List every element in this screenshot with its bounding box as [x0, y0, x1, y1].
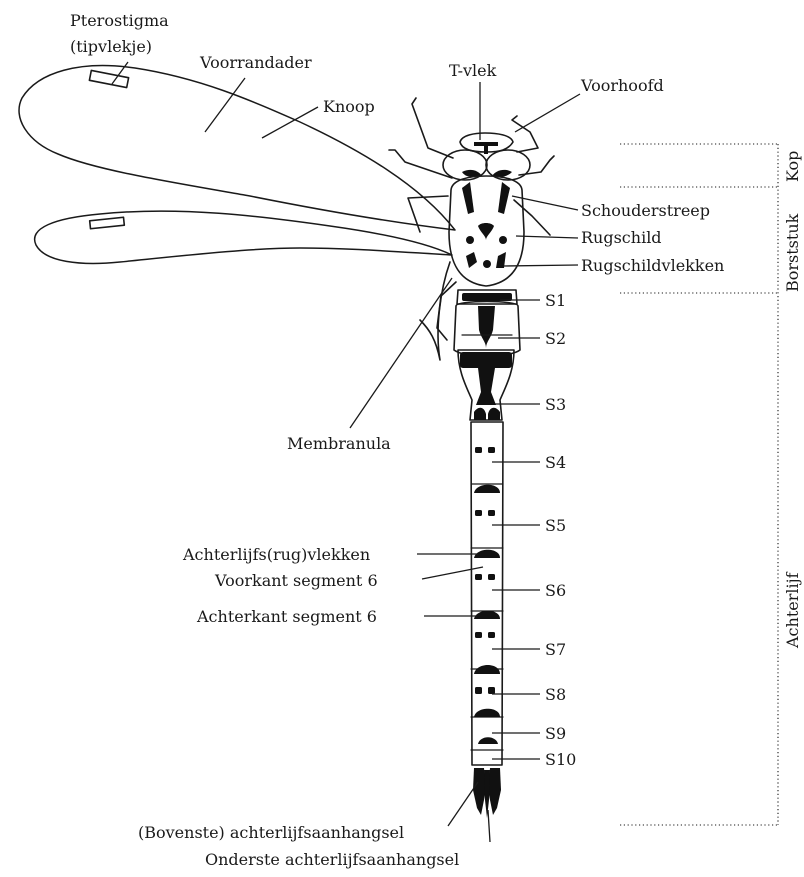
- label-tipvlekje: (tipvlekje): [70, 37, 152, 56]
- thorax-spot-2: [499, 236, 507, 244]
- label-voorrandader: Voorrandader: [199, 53, 312, 72]
- label-achterlijfs-rugvlekken: Achterlijfs(rug)vlekken: [182, 545, 370, 564]
- label-membranula: Membranula: [287, 434, 391, 453]
- forewing: [19, 66, 455, 230]
- hindwing-inner-lobe: [420, 262, 450, 360]
- thorax-spot-3: [466, 252, 477, 268]
- lower-appendage: [484, 770, 490, 818]
- upper-appendage-right: [488, 768, 501, 815]
- abdomen-dorsal-spots: [474, 447, 500, 744]
- right-mid-leg: [519, 156, 554, 175]
- thorax-spot-t: [478, 223, 494, 240]
- label-s3: S3: [545, 395, 566, 414]
- segment-s3-marking: [476, 368, 496, 405]
- thorax-spot-5: [483, 260, 491, 268]
- segment-s3-band: [460, 352, 512, 368]
- label-rugschild: Rugschild: [581, 228, 662, 247]
- label-onderste-achterlijfsaanhangsel: Onderste achterlijfsaanhangsel: [205, 850, 459, 869]
- label-knoop: Knoop: [323, 97, 375, 116]
- label-s2: S2: [545, 329, 566, 348]
- label-voorhoofd: Voorhoofd: [580, 76, 664, 95]
- left-front-leg: [412, 98, 453, 158]
- label-kop: Kop: [783, 151, 802, 182]
- label-s6: S6: [545, 581, 566, 600]
- thorax-spot-1: [466, 236, 474, 244]
- label-s8: S8: [545, 685, 566, 704]
- segment-s3-spots: [474, 408, 500, 420]
- wings: [19, 66, 455, 360]
- label-s10: S10: [545, 750, 576, 769]
- label-achterkant-segment-6: Achterkant segment 6: [196, 607, 377, 626]
- label-schouderstreep: Schouderstreep: [581, 201, 710, 220]
- label-pterostigma: Pterostigma: [70, 11, 169, 30]
- label-bovenste-achterlijfsaanhangsel: (Bovenste) achterlijfsaanhangsel: [138, 823, 404, 842]
- label-s9: S9: [545, 724, 566, 743]
- label-s7: S7: [545, 640, 566, 659]
- label-s1: S1: [545, 291, 566, 310]
- label-voorkant-segment-6: Voorkant segment 6: [214, 571, 378, 590]
- antehumeral-stripe-left: [462, 182, 474, 214]
- label-achterlijf: Achterlijf: [783, 571, 802, 649]
- label-rugschildvlekken: Rugschildvlekken: [581, 256, 724, 275]
- antehumeral-stripe-right: [498, 182, 510, 214]
- segment-s2-marking: [478, 306, 495, 348]
- upper-appendage-left: [473, 768, 486, 815]
- lower-left-leg: [437, 282, 456, 340]
- label-t-vlek: T-vlek: [449, 61, 497, 80]
- right-hind-leg: [514, 200, 550, 235]
- label-s5: S5: [545, 516, 566, 535]
- label-s4: S4: [545, 453, 566, 472]
- label-borststuk: Borststuk: [783, 213, 802, 292]
